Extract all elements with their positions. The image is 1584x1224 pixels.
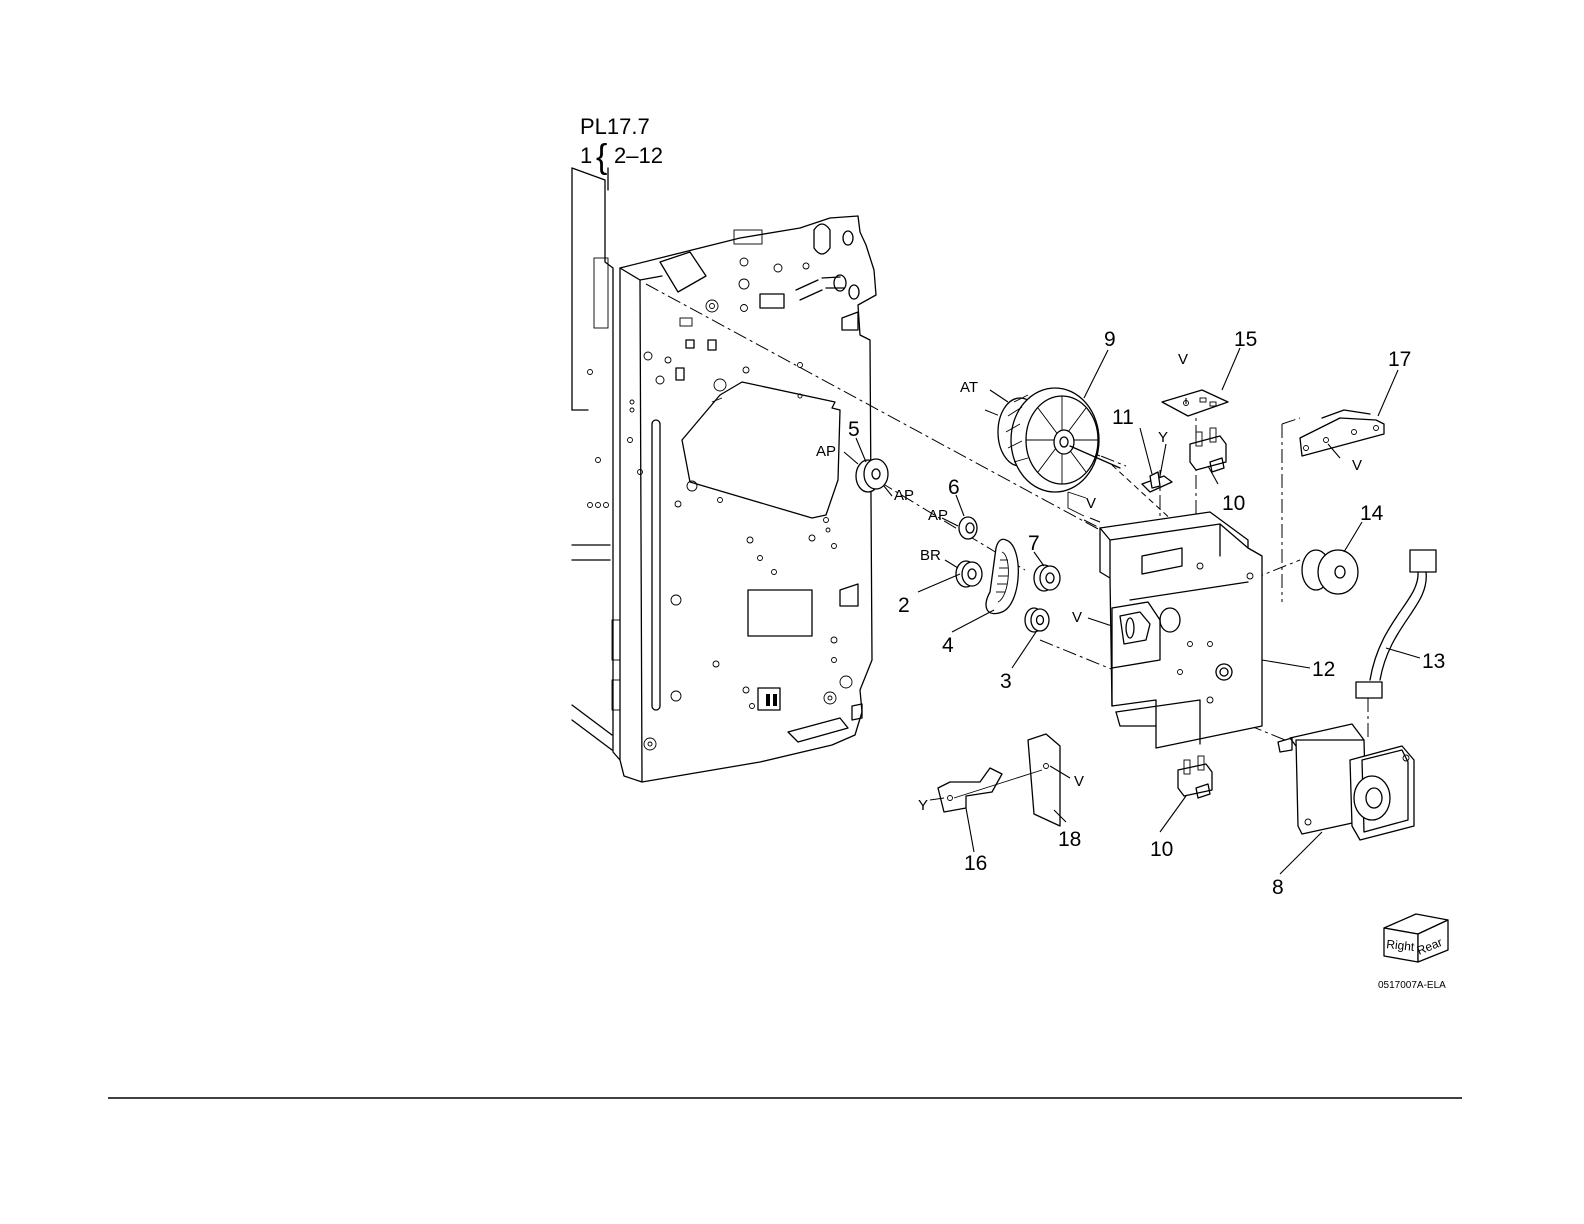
tag-y-1: Y xyxy=(1158,429,1168,446)
plate-reference: PL17.7 1 { 2–12 xyxy=(580,114,663,190)
label-part-17: 17 xyxy=(1388,348,1411,371)
part-14-gear xyxy=(1302,550,1358,594)
label-part-11: 11 xyxy=(1112,406,1134,429)
label-part-12: 12 xyxy=(1312,658,1335,681)
part-13-harness xyxy=(1356,550,1436,740)
drive-bracket xyxy=(1100,512,1262,748)
part-16-bracket xyxy=(938,768,1002,812)
label-part-10-upper: 10 xyxy=(1222,492,1245,515)
rear-frame-plate xyxy=(572,168,876,782)
figure-code: 0517007A-ELA xyxy=(1378,980,1446,991)
label-part-10-lower: 10 xyxy=(1150,838,1173,861)
label-part-9: 9 xyxy=(1104,328,1116,351)
part-4-timing-belt xyxy=(986,539,1018,613)
part-9-drive-gear xyxy=(998,388,1120,492)
assembly-range-text: 2–12 xyxy=(614,143,663,168)
label-part-6: 6 xyxy=(948,476,960,499)
tag-v-1: V xyxy=(1086,495,1096,512)
tag-ap-2: AP xyxy=(894,487,914,504)
tag-v-4: V xyxy=(1352,457,1362,474)
tag-y-2: Y xyxy=(918,797,928,814)
tag-v-2: V xyxy=(1072,609,1082,626)
tag-ap-3: AP xyxy=(928,507,948,524)
part-15-bracket xyxy=(1162,390,1228,416)
tag-v-5: V xyxy=(1074,773,1084,790)
plate-ref-text: PL17.7 xyxy=(580,114,650,139)
part-10-sensor-lower xyxy=(1178,756,1212,798)
label-part-13: 13 xyxy=(1422,650,1445,673)
label-part-14: 14 xyxy=(1360,502,1384,525)
part-18-bracket xyxy=(954,734,1060,826)
tag-ap-1: AP xyxy=(816,443,836,460)
label-part-18: 18 xyxy=(1058,828,1081,851)
tag-br: BR xyxy=(920,547,941,564)
cube-left-face-text: Right xyxy=(1386,937,1416,954)
label-part-2: 2 xyxy=(898,594,910,617)
label-part-8: 8 xyxy=(1272,876,1284,899)
part-11-actuator xyxy=(1142,472,1172,492)
part-8-motor xyxy=(1278,724,1414,840)
part-7-gear xyxy=(1034,565,1060,591)
tag-v-3: V xyxy=(1178,351,1188,368)
label-part-3: 3 xyxy=(1000,670,1012,693)
label-part-16: 16 xyxy=(964,852,987,875)
part-3-gear xyxy=(1025,608,1049,632)
part-10-sensor-upper xyxy=(1190,428,1226,472)
label-part-7: 7 xyxy=(1028,532,1040,555)
part-6-bearing xyxy=(959,517,977,539)
part-5-gear xyxy=(856,459,888,492)
orientation-cube: Right Rear xyxy=(1384,914,1448,962)
assembly-index-text: 1 xyxy=(580,143,592,168)
label-part-15: 15 xyxy=(1234,328,1257,351)
tag-at: AT xyxy=(960,379,978,396)
label-part-4: 4 xyxy=(942,634,954,657)
brace-glyph: { xyxy=(596,138,607,176)
label-part-5: 5 xyxy=(848,418,860,441)
